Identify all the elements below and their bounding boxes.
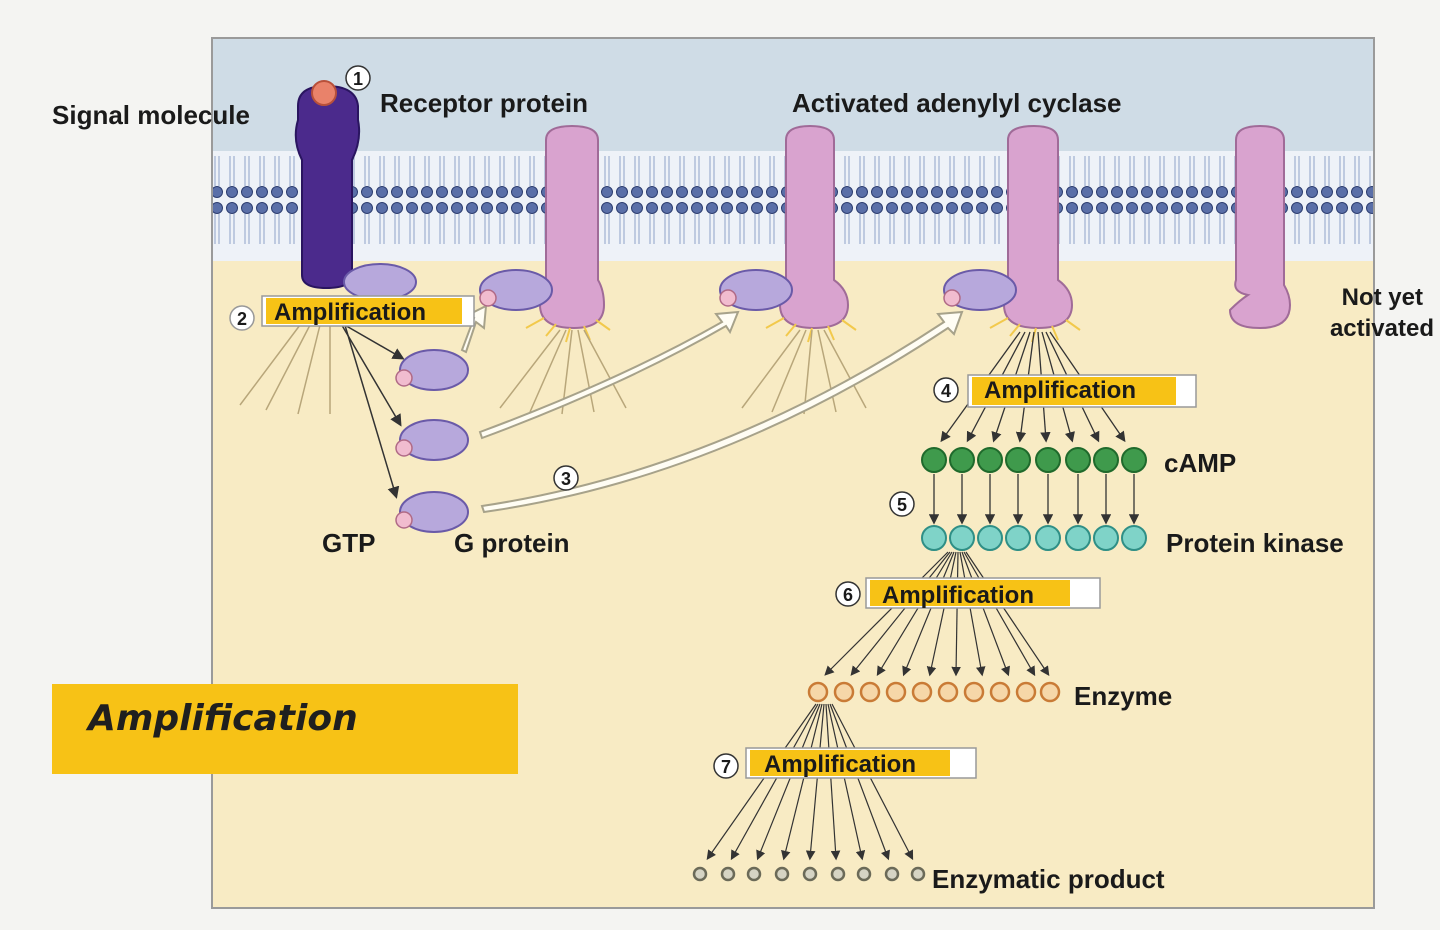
signal-molecule-icon bbox=[311, 80, 337, 106]
adenylyl-cyclase-inactive bbox=[1228, 124, 1292, 330]
amplification-banner: Amplification bbox=[52, 684, 518, 774]
step-4-number: 4 bbox=[941, 381, 951, 401]
amplification-label-2: Amplification bbox=[274, 299, 426, 326]
g-protein-at-cyclase-3 bbox=[943, 269, 1017, 311]
amplification-label-6: Amplification bbox=[882, 582, 1034, 609]
product-row bbox=[692, 866, 926, 882]
step-5-number: 5 bbox=[897, 495, 907, 515]
amplification-box-6: Amplification bbox=[865, 577, 1101, 609]
camp-to-kinase-arrows bbox=[928, 474, 1140, 525]
activated-label: activated bbox=[1330, 315, 1434, 342]
not-yet-label: Not yet bbox=[1342, 284, 1423, 311]
step-7-number: 7 bbox=[721, 757, 731, 777]
amplification-label-7: Amplification bbox=[764, 751, 916, 778]
camp-row bbox=[921, 447, 1147, 473]
gprotein-to-cyclase-arrows bbox=[460, 304, 964, 514]
step-3-number: 3 bbox=[561, 469, 571, 489]
g-protein-free-1 bbox=[395, 349, 469, 391]
enzymatic-product-label: Enzymatic product bbox=[932, 864, 1165, 894]
enzyme-row bbox=[807, 681, 1061, 703]
amplification-box-4: Amplification bbox=[967, 374, 1197, 408]
amplification-box-2: Amplification bbox=[261, 295, 475, 327]
step-2-number: 2 bbox=[237, 309, 247, 329]
step-1: 1 bbox=[345, 65, 371, 91]
camp-label: cAMP bbox=[1164, 448, 1236, 478]
g-protein-free-3 bbox=[395, 491, 469, 533]
g-protein-label: G protein bbox=[454, 528, 570, 558]
step-3: 3 bbox=[553, 465, 579, 491]
receptor-protein-label: Receptor protein bbox=[380, 88, 588, 118]
activated-adenylyl-cyclase-label: Activated adenylyl cyclase bbox=[792, 88, 1122, 118]
step-5: 5 bbox=[889, 491, 915, 517]
amplification-rays bbox=[239, 324, 867, 415]
protein-kinase-row bbox=[921, 525, 1147, 551]
kinase-to-enzyme-arrows bbox=[824, 551, 1050, 677]
g-protein-bound bbox=[343, 263, 417, 301]
amplification-label-4: Amplification bbox=[984, 377, 1136, 404]
step-7: 7 bbox=[713, 753, 739, 779]
amplification-box-7: Amplification bbox=[745, 747, 977, 779]
step-1-number: 1 bbox=[353, 69, 363, 89]
amplification-banner-text: Amplification bbox=[88, 698, 358, 739]
g-protein-at-cyclase-1 bbox=[479, 269, 553, 311]
step-4: 4 bbox=[933, 377, 959, 403]
enzyme-to-product-arrows bbox=[706, 703, 914, 861]
g-protein-at-cyclase-2 bbox=[719, 269, 793, 311]
g-protein-free-2 bbox=[395, 419, 469, 461]
signal-molecule-label: Signal molecule bbox=[52, 100, 250, 130]
enzyme-label: Enzyme bbox=[1074, 681, 1172, 711]
step-6: 6 bbox=[835, 581, 861, 607]
protein-kinase-label: Protein kinase bbox=[1166, 528, 1344, 558]
gtp-label: GTP bbox=[322, 528, 375, 558]
step-2: 2 bbox=[229, 305, 255, 331]
receptor-protein bbox=[294, 84, 361, 290]
step-6-number: 6 bbox=[843, 585, 853, 605]
